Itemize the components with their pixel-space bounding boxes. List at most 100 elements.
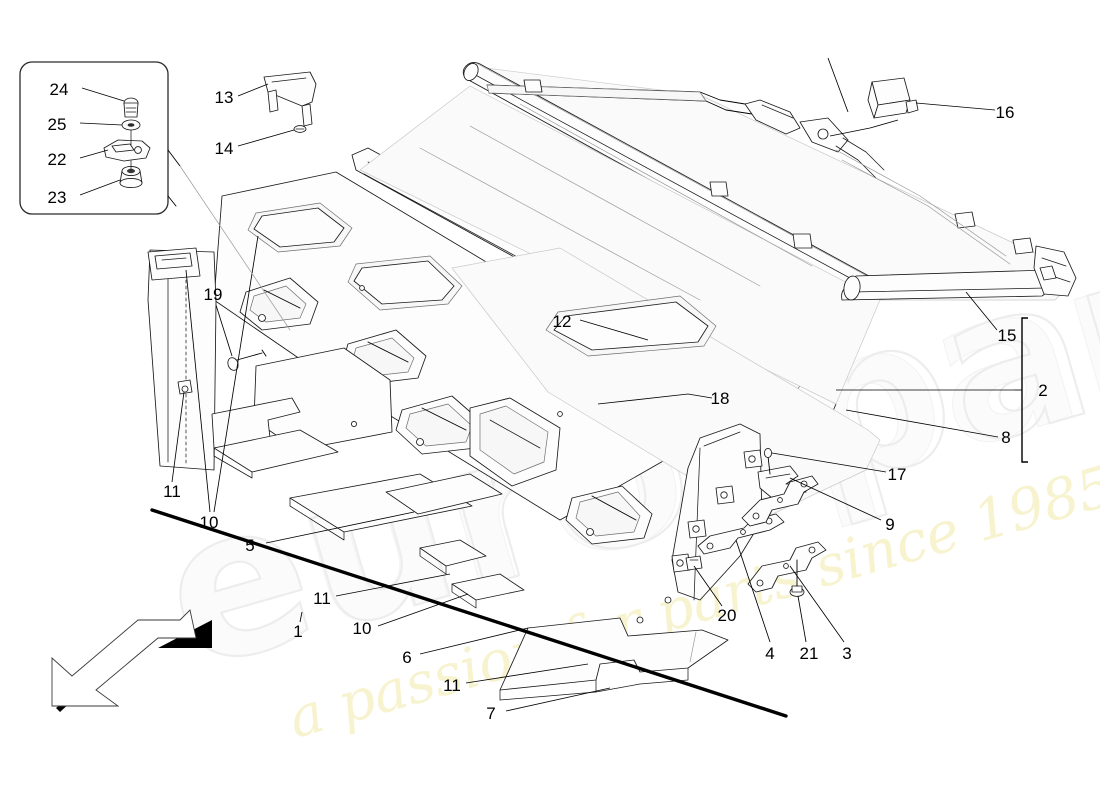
shelf-hole-1 <box>350 420 358 428</box>
sunblind-mount-tab-3 <box>792 233 813 249</box>
sunblind-fabric-crease-1 <box>419 147 701 301</box>
bracket-9-rib <box>765 473 791 479</box>
leader-16 <box>915 102 996 111</box>
grip-13-leg-left <box>267 89 279 113</box>
pillar-trim-top-edge <box>703 431 741 447</box>
bracket-4b-hole-2 <box>777 497 783 503</box>
sunblind-mount-tab-4 <box>954 211 976 229</box>
belt-guide-3-web <box>421 407 467 431</box>
shelf-left-flange <box>147 249 217 471</box>
callout-16: 16 <box>996 103 1015 122</box>
pillar-trim-body <box>671 423 763 601</box>
callout-23: 23 <box>48 188 67 207</box>
callout-17: 17 <box>888 465 907 484</box>
sunblind-roller-seam <box>469 71 873 291</box>
leader-8 <box>845 409 999 438</box>
leader-10-left-b <box>213 235 259 513</box>
control-module-front <box>873 99 911 119</box>
shelf-hole-2 <box>359 285 365 291</box>
leader-module-mount-2 <box>829 119 899 137</box>
callout-20: 20 <box>718 606 737 625</box>
callout-24: 24 <box>50 80 69 99</box>
fastener-21 <box>789 559 805 597</box>
shelf-clip-left-11-hole <box>181 385 189 393</box>
clip-20 <box>685 555 703 571</box>
trim-cover-7-front-edge <box>499 679 597 701</box>
callout-5: 5 <box>245 536 254 555</box>
anchor-plate-22 <box>103 129 151 162</box>
sunblind-roller-end-cap-left <box>463 63 479 81</box>
leader-lines-group <box>150 57 1028 718</box>
shelf-pad-lower-left-edge <box>213 447 253 479</box>
callout-10: 10 <box>200 513 219 532</box>
leader-1-tick <box>299 611 303 623</box>
inset-connector-run <box>179 165 291 331</box>
fastener-inset-border <box>19 61 169 215</box>
sunblind-linkage-arm2 <box>842 137 885 171</box>
shelf-belt-guide-4 <box>565 485 653 545</box>
leader-19 <box>215 304 233 357</box>
leader-4 <box>735 539 771 643</box>
center-light-rib <box>489 419 541 449</box>
stud-17-head <box>763 447 773 459</box>
leader-22 <box>79 149 109 159</box>
bracket-3-hole-1 <box>808 546 816 554</box>
callout-15: 15 <box>998 326 1017 345</box>
plate-22-hole <box>134 146 142 154</box>
direction-arrow-body <box>51 609 197 707</box>
callout-13: 13 <box>215 88 234 107</box>
leader-15 <box>965 291 998 331</box>
callout-4: 4 <box>765 644 774 663</box>
leader-11-left <box>171 391 185 483</box>
shelf-belt-guide-1 <box>239 277 319 331</box>
shelf-recess-c-inner <box>553 301 709 351</box>
callout-6: 6 <box>402 648 411 667</box>
callout-10b: 10 <box>353 619 372 638</box>
bracket-4-hole-2 <box>740 529 746 535</box>
leader-24 <box>81 87 125 102</box>
sunblind-cable-2 <box>841 159 1011 265</box>
pillar-lug-1-hole <box>748 455 756 463</box>
grip-13-leg-right <box>301 103 313 127</box>
trim-cover-7-score <box>689 631 697 663</box>
callout-11: 11 <box>163 482 181 501</box>
sunblind-guide-rail-end <box>843 275 861 301</box>
callout-9: 9 <box>885 515 894 534</box>
callout-19: 19 <box>204 285 223 304</box>
callout-14: 14 <box>215 139 234 158</box>
leader-10b <box>377 593 469 627</box>
leader-23 <box>79 179 121 196</box>
shelf-clip-block-a-edge <box>419 547 447 575</box>
sunblind-control-module <box>867 77 919 119</box>
leader-11c <box>465 663 589 684</box>
callout-11b: 11 <box>313 589 331 608</box>
shelf-clip-block-b-edge <box>451 583 477 609</box>
sunblind-pivot <box>817 128 829 140</box>
shelf-pad-center-edge <box>289 497 345 541</box>
stud-17-shank <box>767 455 771 475</box>
belt-guide-3-hole <box>416 438 424 446</box>
shelf-clip-block-b <box>451 573 525 601</box>
washer-25-bore <box>127 123 135 127</box>
sunblind-mount-tab-5 <box>1012 237 1034 255</box>
clip-20-body <box>685 555 703 571</box>
belt-guide-2-web <box>367 341 409 363</box>
direction-arrow-shadow <box>56 620 212 712</box>
sunblind-mount-tab-1 <box>523 79 543 93</box>
bracket-3-hole-3 <box>756 579 764 587</box>
callout-7: 7 <box>486 704 495 723</box>
pillar-lug-3-hole <box>692 525 700 533</box>
lower-trim-cover-7 <box>499 617 729 701</box>
leader-10-left-a <box>185 269 211 513</box>
rear-parcel-shelf-panel <box>147 171 881 624</box>
group-bracket-2 <box>1021 317 1028 463</box>
leader-11b <box>335 573 451 597</box>
callout-11c: 11 <box>443 676 461 695</box>
bolt-24 <box>123 97 139 118</box>
belt-guide-4-inner <box>575 491 641 537</box>
shelf-pad-lower-left <box>213 429 339 473</box>
plate-22-slot <box>111 143 135 153</box>
shelf-latch-slot-left-line <box>161 257 187 261</box>
sunblind-right-terminal-rib <box>1041 257 1067 267</box>
